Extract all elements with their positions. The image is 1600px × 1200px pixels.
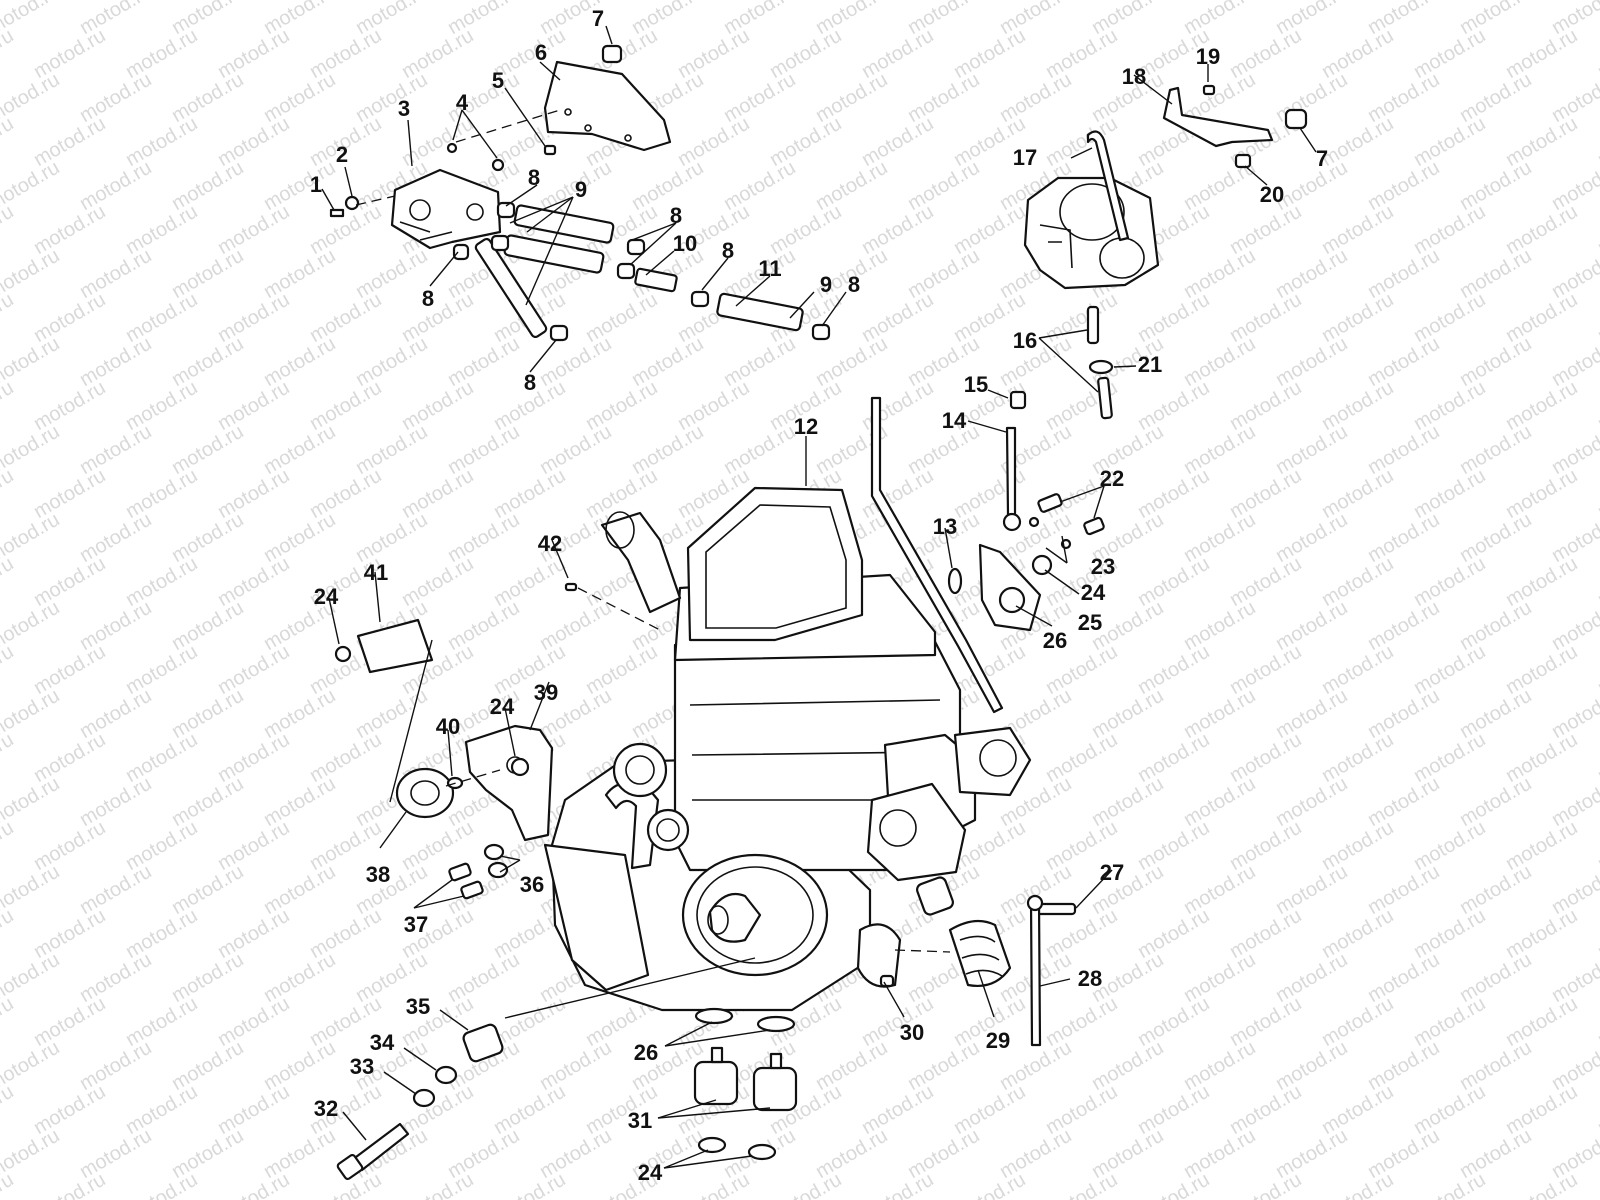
callout-9b: 9 bbox=[820, 272, 832, 297]
water-outlet bbox=[646, 808, 690, 852]
callout-24a: 24 bbox=[1081, 580, 1106, 605]
carburetor-body bbox=[1023, 176, 1160, 290]
callout-26a: 26 bbox=[1043, 628, 1067, 653]
callout-10: 10 bbox=[673, 231, 697, 256]
callout-20: 20 bbox=[1260, 182, 1284, 207]
spark-plug-cap bbox=[916, 876, 954, 916]
exhaust-flange bbox=[856, 923, 902, 988]
callout-26b: 26 bbox=[634, 1040, 658, 1065]
callout-37: 37 bbox=[404, 912, 428, 937]
fuel-hoses bbox=[452, 201, 831, 342]
engine-mount-bracket bbox=[464, 724, 554, 842]
oil-tank bbox=[543, 843, 650, 992]
rubber-mount-41 bbox=[356, 618, 434, 674]
callout-24c: 24 bbox=[490, 694, 515, 719]
engine-block bbox=[504, 396, 1032, 1019]
fuel-pump-body bbox=[390, 168, 502, 250]
rubber-mount-38 bbox=[395, 767, 455, 819]
rubber-mount-31b bbox=[752, 1066, 798, 1112]
grommet-21 bbox=[1088, 359, 1114, 375]
fuel-pump-bracket bbox=[543, 60, 672, 152]
callout-1: 1 bbox=[310, 172, 322, 197]
callout-32: 32 bbox=[314, 1096, 338, 1121]
callout-30: 30 bbox=[900, 1020, 924, 1045]
callout-36: 36 bbox=[520, 872, 544, 897]
callout-34: 34 bbox=[370, 1030, 395, 1055]
pulley-hub bbox=[708, 892, 762, 943]
callout-9a: 9 bbox=[575, 177, 587, 202]
spacer-35 bbox=[462, 1023, 504, 1063]
callout-8b: 8 bbox=[670, 203, 682, 228]
callout-27: 27 bbox=[1100, 860, 1124, 885]
carburetor-assembly bbox=[947, 84, 1308, 632]
callout-28: 28 bbox=[1078, 966, 1102, 991]
left-mount-assembly bbox=[334, 582, 661, 900]
callout-38: 38 bbox=[366, 862, 390, 887]
lower-mount-hardware bbox=[336, 894, 1077, 1181]
callout-16: 16 bbox=[1013, 328, 1037, 353]
intake-boot bbox=[600, 511, 682, 614]
callout-8a: 8 bbox=[528, 165, 540, 190]
drain-tube-lower bbox=[1097, 376, 1113, 420]
callout-39: 39 bbox=[534, 680, 558, 705]
callout-24d: 24 bbox=[638, 1160, 663, 1185]
carb-socket bbox=[953, 726, 1032, 797]
callout-7a: 7 bbox=[592, 6, 604, 31]
vent-tube bbox=[1086, 130, 1130, 242]
callout-29: 29 bbox=[986, 1028, 1010, 1053]
callout-14: 14 bbox=[942, 408, 967, 433]
callout-18: 18 bbox=[1122, 64, 1146, 89]
drain-tube-upper bbox=[1086, 305, 1100, 345]
leader-lines bbox=[321, 25, 1317, 1169]
rubber-mount-31a bbox=[693, 1060, 739, 1106]
water-pump bbox=[612, 742, 668, 798]
fuel-pump-assembly bbox=[329, 44, 831, 342]
callout-6: 6 bbox=[535, 40, 547, 65]
spacer-7a bbox=[601, 44, 623, 64]
breather-line bbox=[870, 396, 1004, 714]
callout-24b: 24 bbox=[314, 584, 339, 609]
callout-labels: 1 2 3 4 5 6 7 8 9 8 10 8 8 11 9 8 8 19 1… bbox=[310, 6, 1328, 1185]
throttle-rod bbox=[1005, 426, 1017, 517]
callout-8d: 8 bbox=[422, 286, 434, 311]
callout-33: 33 bbox=[350, 1054, 374, 1079]
callout-35: 35 bbox=[406, 994, 430, 1019]
callout-5: 5 bbox=[492, 68, 504, 93]
callout-41: 41 bbox=[364, 560, 388, 585]
callout-7b: 7 bbox=[1316, 146, 1328, 171]
callout-21: 21 bbox=[1138, 352, 1162, 377]
head-cover bbox=[686, 486, 864, 642]
magneto-cover bbox=[866, 782, 967, 882]
callout-15: 15 bbox=[964, 372, 988, 397]
callout-2: 2 bbox=[336, 142, 348, 167]
callout-40: 40 bbox=[436, 714, 460, 739]
callout-42: 42 bbox=[538, 531, 562, 556]
callout-3: 3 bbox=[398, 96, 410, 121]
callout-17: 17 bbox=[1013, 145, 1037, 170]
callout-8e: 8 bbox=[848, 272, 860, 297]
callout-22: 22 bbox=[1100, 466, 1124, 491]
callout-19: 19 bbox=[1196, 44, 1220, 69]
linkage-bracket bbox=[1162, 86, 1274, 148]
callout-4: 4 bbox=[456, 90, 469, 115]
callout-13: 13 bbox=[933, 514, 957, 539]
callout-31: 31 bbox=[628, 1108, 652, 1133]
callout-8f: 8 bbox=[524, 370, 536, 395]
strap-28 bbox=[1029, 898, 1042, 1047]
callout-8c: 8 bbox=[722, 238, 734, 263]
callout-12: 12 bbox=[794, 414, 818, 439]
callout-23: 23 bbox=[1091, 554, 1115, 579]
exhaust-coupler bbox=[948, 919, 1012, 987]
callout-25: 25 bbox=[1078, 610, 1102, 635]
callout-11: 11 bbox=[758, 256, 781, 281]
